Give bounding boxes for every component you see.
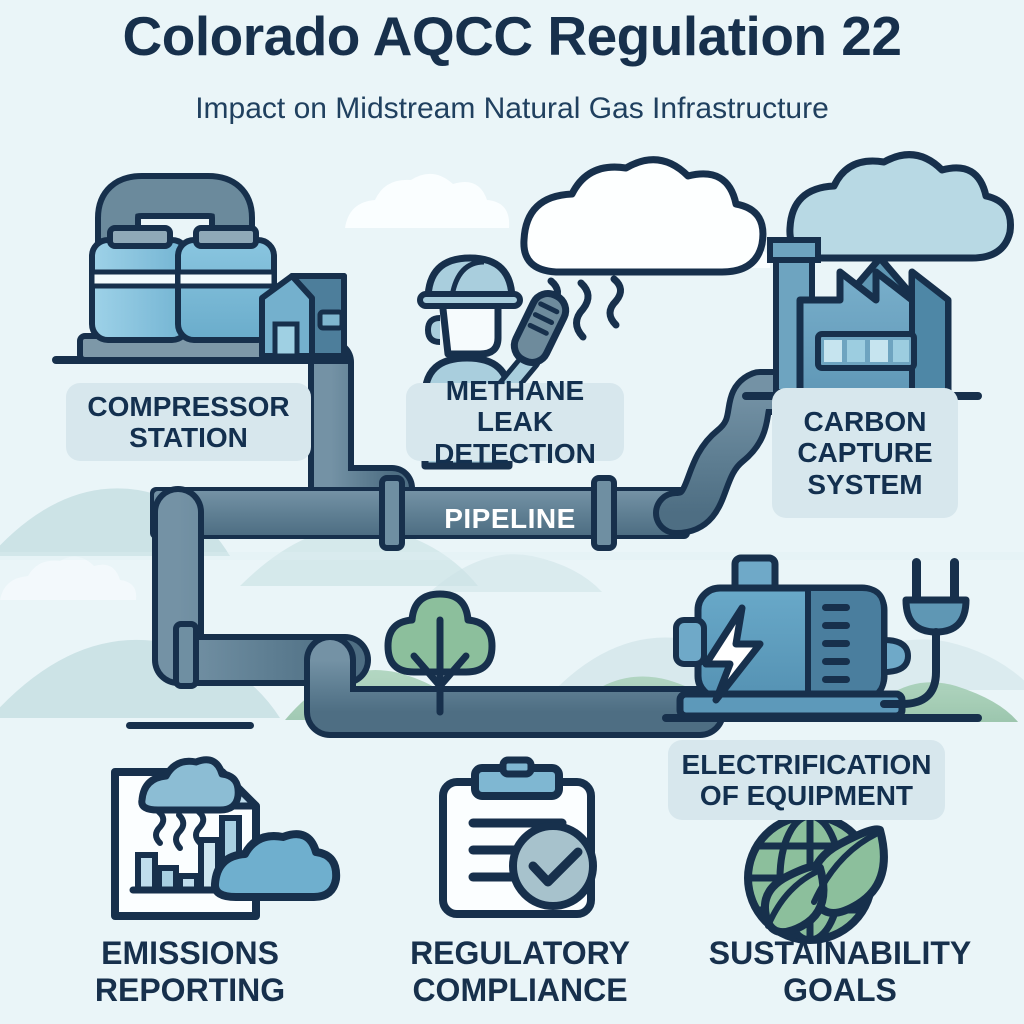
page-subtitle: Impact on Midstream Natural Gas Infrastr… bbox=[195, 92, 829, 125]
page-title: Colorado AQCC Regulation 22 bbox=[122, 5, 902, 67]
compressor-shed-icon bbox=[259, 273, 347, 359]
clipboard-checkmark-icon bbox=[439, 756, 597, 918]
label-text: CARBON CAPTURE SYSTEM bbox=[797, 405, 933, 500]
label-electrification-of-equipment[interactable]: ELECTRIFICATION OF EQUIPMENT bbox=[668, 740, 945, 820]
motor-vent-slots bbox=[822, 604, 850, 683]
factory-windows bbox=[815, 331, 917, 371]
document-bar-chart-cloud-icon bbox=[111, 756, 341, 920]
power-plug-icon bbox=[880, 558, 970, 708]
lightning-bolt-icon bbox=[702, 604, 764, 704]
pipe-flange bbox=[173, 475, 617, 689]
pipeline-label: PIPELINE bbox=[444, 503, 576, 534]
footer-label-sustainability-goals: SUSTAINABILITY GOALS bbox=[708, 935, 972, 1008]
label-text: METHANE LEAK DETECTION bbox=[434, 374, 596, 469]
label-text: ELECTRIFICATION OF EQUIPMENT bbox=[681, 748, 932, 811]
footer-label-regulatory-compliance: REGULATORY COMPLIANCE bbox=[410, 935, 630, 1008]
smoke-cloud-icon bbox=[786, 151, 1014, 262]
pipeline-trunk bbox=[150, 487, 690, 539]
label-compressor-station[interactable]: COMPRESSOR STATION bbox=[66, 383, 311, 461]
label-carbon-capture-system[interactable]: CARBON CAPTURE SYSTEM bbox=[772, 388, 958, 518]
methane-cloud-icon bbox=[520, 156, 767, 276]
label-text: COMPRESSOR STATION bbox=[87, 390, 290, 453]
label-methane-leak-detection[interactable]: METHANE LEAK DETECTION bbox=[406, 375, 624, 469]
divider-line bbox=[126, 722, 254, 729]
footer-label-emissions-reporting: EMISSIONS REPORTING bbox=[94, 935, 286, 1008]
globe-leaves-icon bbox=[744, 812, 888, 944]
gas-detector-device-icon bbox=[510, 290, 570, 366]
